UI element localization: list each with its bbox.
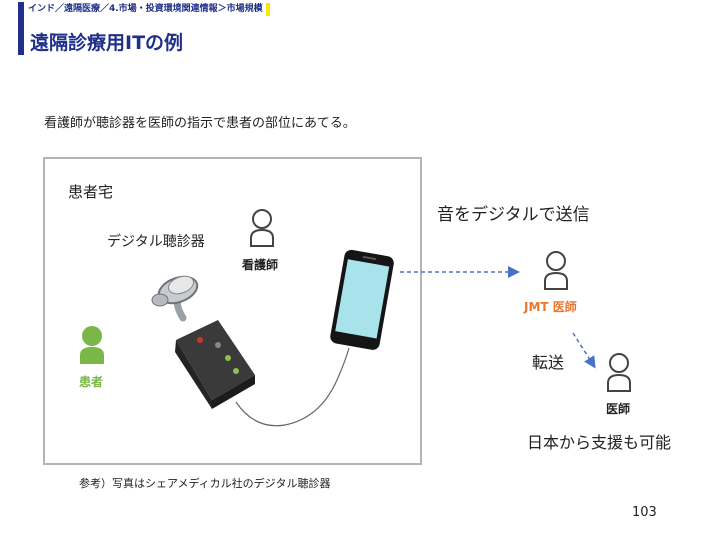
footnote: 参考）写真はシェアメディカル社のデジタル聴診器 <box>79 477 331 490</box>
transfer-arrow <box>572 332 596 369</box>
patient-label: 患者 <box>79 375 104 389</box>
doctor-person-icon <box>607 353 631 392</box>
jmt-doctor-label: JMT 医師 <box>524 300 577 314</box>
digital-stethoscope-device <box>175 320 255 409</box>
support-label: 日本から支援も可能 <box>527 433 672 452</box>
page-number: 103 <box>632 505 657 520</box>
transfer-label: 転送 <box>532 353 565 372</box>
stethoscope-image <box>151 275 199 322</box>
jmt-doctor-person-icon <box>544 251 568 290</box>
patient-person-icon <box>80 326 104 364</box>
page-title: 遠隔診療用ITの例 <box>30 32 184 54</box>
home-label: 患者宅 <box>68 183 114 201</box>
header-accent-bar <box>18 2 24 55</box>
doctor-label: 医師 <box>606 402 631 416</box>
patient-home-frame <box>43 157 422 465</box>
device-label: デジタル聴診器 <box>107 234 205 250</box>
cable-line <box>235 347 350 427</box>
nurse-person-icon <box>250 209 274 247</box>
breadcrumb: インド／遠隔医療／4.市場・投資環境関連情報＞市場規模 <box>28 3 270 16</box>
nurse-label: 看護師 <box>242 258 279 272</box>
send-label: 音をデジタルで送信 <box>437 205 590 225</box>
intro-text: 看護師が聴診器を医師の指示で患者の部位にあてる。 <box>44 116 356 131</box>
smartphone-image <box>330 249 394 350</box>
